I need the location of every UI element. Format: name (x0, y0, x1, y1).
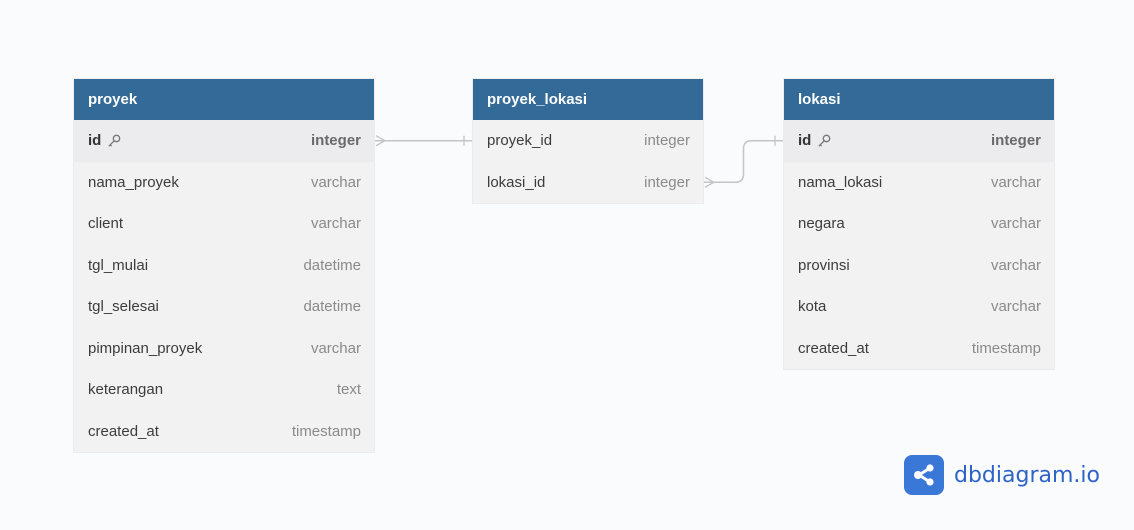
column-name: id (88, 132, 121, 149)
column-type: integer (644, 173, 690, 191)
table-row[interactable]: created_at timestamp (784, 328, 1054, 370)
table-header[interactable]: proyek (74, 79, 374, 120)
column-name: client (88, 215, 123, 232)
column-name: nama_lokasi (798, 174, 882, 191)
column-type: integer (644, 132, 690, 150)
table-row[interactable]: nama_lokasi varchar (784, 162, 1054, 204)
column-name-text: pimpinan_proyek (88, 339, 203, 357)
column-type: datetime (303, 256, 361, 274)
column-name: proyek_id (487, 132, 552, 149)
column-name-text: client (88, 215, 124, 233)
column-name: tgl_selesai (88, 298, 159, 315)
table-row[interactable]: created_at timestamp (74, 411, 374, 453)
column-name-text: nama_lokasi (798, 173, 883, 191)
column-name: created_at (88, 423, 159, 440)
column-name-text: created_at (88, 422, 159, 440)
table-row[interactable]: proyek_id integer (473, 120, 703, 162)
column-name: provinsi (798, 257, 850, 274)
share-nodes-icon (904, 455, 944, 495)
column-name-text: tgl_mulai (88, 256, 149, 274)
table-row[interactable]: kota varchar (784, 286, 1054, 328)
table-row[interactable]: id integer (784, 120, 1054, 162)
many-marker (704, 176, 716, 188)
relation-line (703, 140, 784, 183)
column-type: varchar (990, 256, 1041, 274)
column-type: varchar (310, 215, 361, 233)
column-name-text: nama_proyek (88, 173, 179, 191)
column-type: timestamp (291, 422, 361, 440)
relation-proyek-proyek_lokasi[interactable] (374, 135, 473, 147)
column-name-text: tgl_selesai (88, 298, 159, 316)
column-type: varchar (990, 173, 1041, 191)
column-name: keterangan (88, 381, 163, 398)
column-name: id (798, 132, 831, 149)
column-name-text: kota (798, 298, 827, 316)
brand-watermark[interactable]: dbdiagram.io (904, 455, 1100, 495)
table-row[interactable]: tgl_selesai datetime (74, 286, 374, 328)
many-marker (375, 135, 387, 147)
column-type: varchar (990, 298, 1041, 316)
column-type: integer (990, 132, 1041, 150)
column-name-text: negara (798, 215, 845, 233)
column-name: kota (798, 298, 826, 315)
table-row[interactable]: client varchar (74, 203, 374, 245)
table-row[interactable]: id integer (74, 120, 374, 162)
table-row[interactable]: negara varchar (784, 203, 1054, 245)
relation-proyek_lokasi-lokasi[interactable] (703, 135, 784, 188)
column-name: pimpinan_proyek (88, 340, 202, 357)
key-icon (817, 134, 831, 148)
table-row[interactable]: pimpinan_proyek varchar (74, 328, 374, 370)
table-header[interactable]: proyek_lokasi (473, 79, 703, 120)
column-type: varchar (310, 173, 361, 191)
table-row[interactable]: lokasi_id integer (473, 162, 703, 204)
brand-name: dbdiagram.io (954, 462, 1100, 488)
column-name-text: keterangan (88, 381, 164, 399)
column-name-text: id (798, 132, 812, 150)
key-icon (107, 134, 121, 148)
table-row[interactable]: tgl_mulai datetime (74, 245, 374, 287)
column-type: text (336, 381, 361, 399)
column-type: varchar (990, 215, 1041, 233)
column-name: created_at (798, 340, 869, 357)
column-name: tgl_mulai (88, 257, 148, 274)
column-name-text: provinsi (798, 256, 850, 274)
table-row[interactable]: provinsi varchar (784, 245, 1054, 287)
column-name-text: id (88, 132, 102, 150)
column-name: lokasi_id (487, 174, 545, 191)
column-name-text: proyek_id (487, 132, 553, 150)
column-name: nama_proyek (88, 174, 179, 191)
table-row[interactable]: keterangan text (74, 369, 374, 411)
column-type: varchar (310, 339, 361, 357)
column-name: negara (798, 215, 845, 232)
column-type: datetime (303, 298, 361, 316)
column-name-text: created_at (798, 339, 869, 357)
column-name-text: lokasi_id (487, 173, 546, 191)
table-row[interactable]: nama_proyek varchar (74, 162, 374, 204)
table-header[interactable]: lokasi (784, 79, 1054, 120)
column-type: integer (310, 132, 361, 150)
column-type: timestamp (971, 339, 1041, 357)
